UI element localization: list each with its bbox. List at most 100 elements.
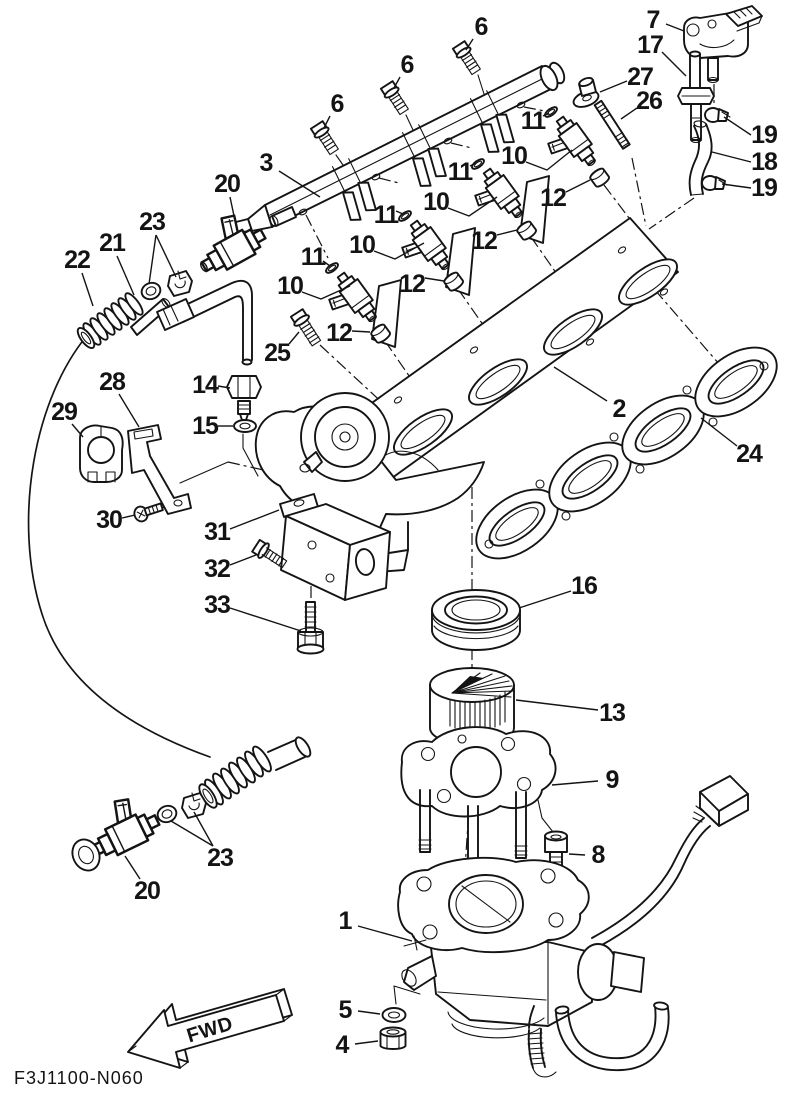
callout-6[interactable]: 6	[393, 51, 415, 89]
part-number-1[interactable]: 1	[339, 907, 354, 935]
part-number-10[interactable]: 10	[423, 188, 450, 216]
part-number-20[interactable]: 20	[134, 877, 161, 905]
callout-10[interactable]: 10	[423, 188, 498, 217]
part-number-16[interactable]: 16	[571, 572, 598, 600]
part-number-11[interactable]: 11	[521, 107, 548, 135]
callout-12[interactable]: 12	[326, 319, 371, 347]
callout-23[interactable]: 23	[139, 208, 177, 285]
part-number-29[interactable]: 29	[51, 398, 78, 426]
callout-20[interactable]: 20	[214, 170, 241, 231]
callout-16[interactable]: 16	[518, 572, 598, 609]
part-number-12[interactable]: 12	[540, 184, 567, 212]
callout-10[interactable]: 10	[501, 142, 573, 171]
part-number-8[interactable]: 8	[592, 841, 607, 869]
callout-27[interactable]: 27	[599, 63, 654, 93]
callout-25[interactable]: 25	[264, 331, 300, 367]
part-number-5[interactable]: 5	[339, 996, 354, 1024]
callout-24[interactable]: 24	[700, 417, 764, 468]
part-number-6[interactable]: 6	[331, 90, 345, 118]
part-number-25[interactable]: 25	[264, 339, 292, 367]
part-number-26[interactable]: 26	[636, 87, 663, 115]
part-number-19[interactable]: 19	[751, 121, 778, 149]
callout-31[interactable]: 31	[204, 509, 280, 546]
part-number-11[interactable]: 11	[301, 243, 328, 271]
callout-12[interactable]: 12	[471, 227, 518, 255]
part-number-10[interactable]: 10	[501, 142, 528, 170]
part-number-9[interactable]: 9	[606, 766, 620, 794]
part-number-31[interactable]: 31	[204, 518, 232, 546]
part-number-4[interactable]: 4	[336, 1031, 351, 1059]
leader-line	[542, 112, 550, 117]
callout-1[interactable]: 1	[339, 907, 413, 942]
leader-line	[620, 107, 638, 120]
part-number-10[interactable]: 10	[277, 272, 304, 300]
callout-17[interactable]: 17	[637, 31, 687, 77]
callout-11[interactable]: 11	[521, 107, 550, 135]
callout-32[interactable]: 32	[204, 554, 257, 583]
callout-18[interactable]: 18	[711, 148, 779, 176]
part-number-6[interactable]: 6	[401, 51, 415, 79]
callout-13[interactable]: 13	[515, 699, 626, 727]
callout-6[interactable]: 6	[323, 90, 345, 129]
callout-6[interactable]: 6	[465, 13, 489, 51]
part-number-19[interactable]: 19	[751, 174, 778, 202]
callout-5[interactable]: 5	[339, 996, 381, 1024]
part-number-24[interactable]: 24	[736, 440, 764, 468]
part-number-11[interactable]: 11	[448, 158, 475, 186]
part-number-2[interactable]: 2	[613, 395, 627, 423]
leader-line	[71, 423, 84, 438]
part-number-6[interactable]: 6	[475, 13, 489, 41]
callout-4[interactable]: 4	[336, 1031, 379, 1059]
part-number-21[interactable]: 21	[99, 229, 127, 257]
callout-23[interactable]: 23	[170, 811, 234, 872]
part-number-7[interactable]: 7	[647, 6, 661, 34]
callout-11[interactable]: 11	[374, 201, 404, 229]
callout-7[interactable]: 7	[647, 6, 685, 34]
callout-14[interactable]: 14	[192, 371, 231, 399]
part-number-18[interactable]: 18	[751, 148, 779, 176]
part-number-10[interactable]: 10	[349, 231, 376, 259]
part-number-12[interactable]: 12	[471, 227, 498, 255]
callout-29[interactable]: 29	[51, 398, 84, 438]
callout-28[interactable]: 28	[99, 368, 140, 428]
part-number-12[interactable]: 12	[326, 319, 353, 347]
callout-11[interactable]: 11	[448, 158, 477, 186]
part-number-32[interactable]: 32	[204, 555, 231, 583]
part-number-20[interactable]: 20	[214, 170, 241, 198]
part-number-22[interactable]: 22	[64, 246, 91, 274]
callout-10[interactable]: 10	[277, 272, 351, 300]
leader-line	[447, 196, 498, 217]
part-number-28[interactable]: 28	[99, 368, 127, 396]
part-number-30[interactable]: 30	[96, 506, 123, 534]
part-number-12[interactable]: 12	[399, 270, 426, 298]
callout-2[interactable]: 2	[553, 366, 627, 423]
leader-line	[121, 514, 136, 519]
callout-20[interactable]: 20	[124, 855, 161, 905]
part-number-14[interactable]: 14	[192, 371, 220, 399]
callout-26[interactable]: 26	[620, 87, 663, 120]
part-number-23[interactable]: 23	[207, 844, 234, 872]
part-number-13[interactable]: 13	[599, 699, 626, 727]
callout-30[interactable]: 30	[96, 506, 136, 534]
part-number-27[interactable]: 27	[627, 63, 654, 91]
part-number-17[interactable]: 17	[637, 31, 664, 59]
callout-19[interactable]: 19	[723, 116, 778, 149]
callout-11[interactable]: 11	[301, 243, 331, 271]
part-number-33[interactable]: 33	[204, 591, 231, 619]
leader-line	[465, 38, 474, 51]
part-number-3[interactable]: 3	[260, 149, 274, 177]
callout-15[interactable]: 15	[192, 412, 233, 440]
callout-12[interactable]: 12	[399, 270, 445, 298]
callout-9[interactable]: 9	[551, 766, 620, 794]
callout-8[interactable]: 8	[568, 841, 607, 869]
callout-22[interactable]: 22	[64, 246, 94, 307]
part-number-15[interactable]: 15	[192, 412, 220, 440]
part-number-11[interactable]: 11	[374, 201, 401, 229]
callout-33[interactable]: 33	[204, 591, 302, 632]
callout-12[interactable]: 12	[540, 179, 591, 212]
callout-10[interactable]: 10	[349, 231, 425, 260]
part-number-23[interactable]: 23	[139, 208, 166, 236]
callout-19[interactable]: 19	[721, 174, 778, 202]
callout-3[interactable]: 3	[260, 149, 321, 198]
callout-21[interactable]: 21	[99, 229, 135, 296]
